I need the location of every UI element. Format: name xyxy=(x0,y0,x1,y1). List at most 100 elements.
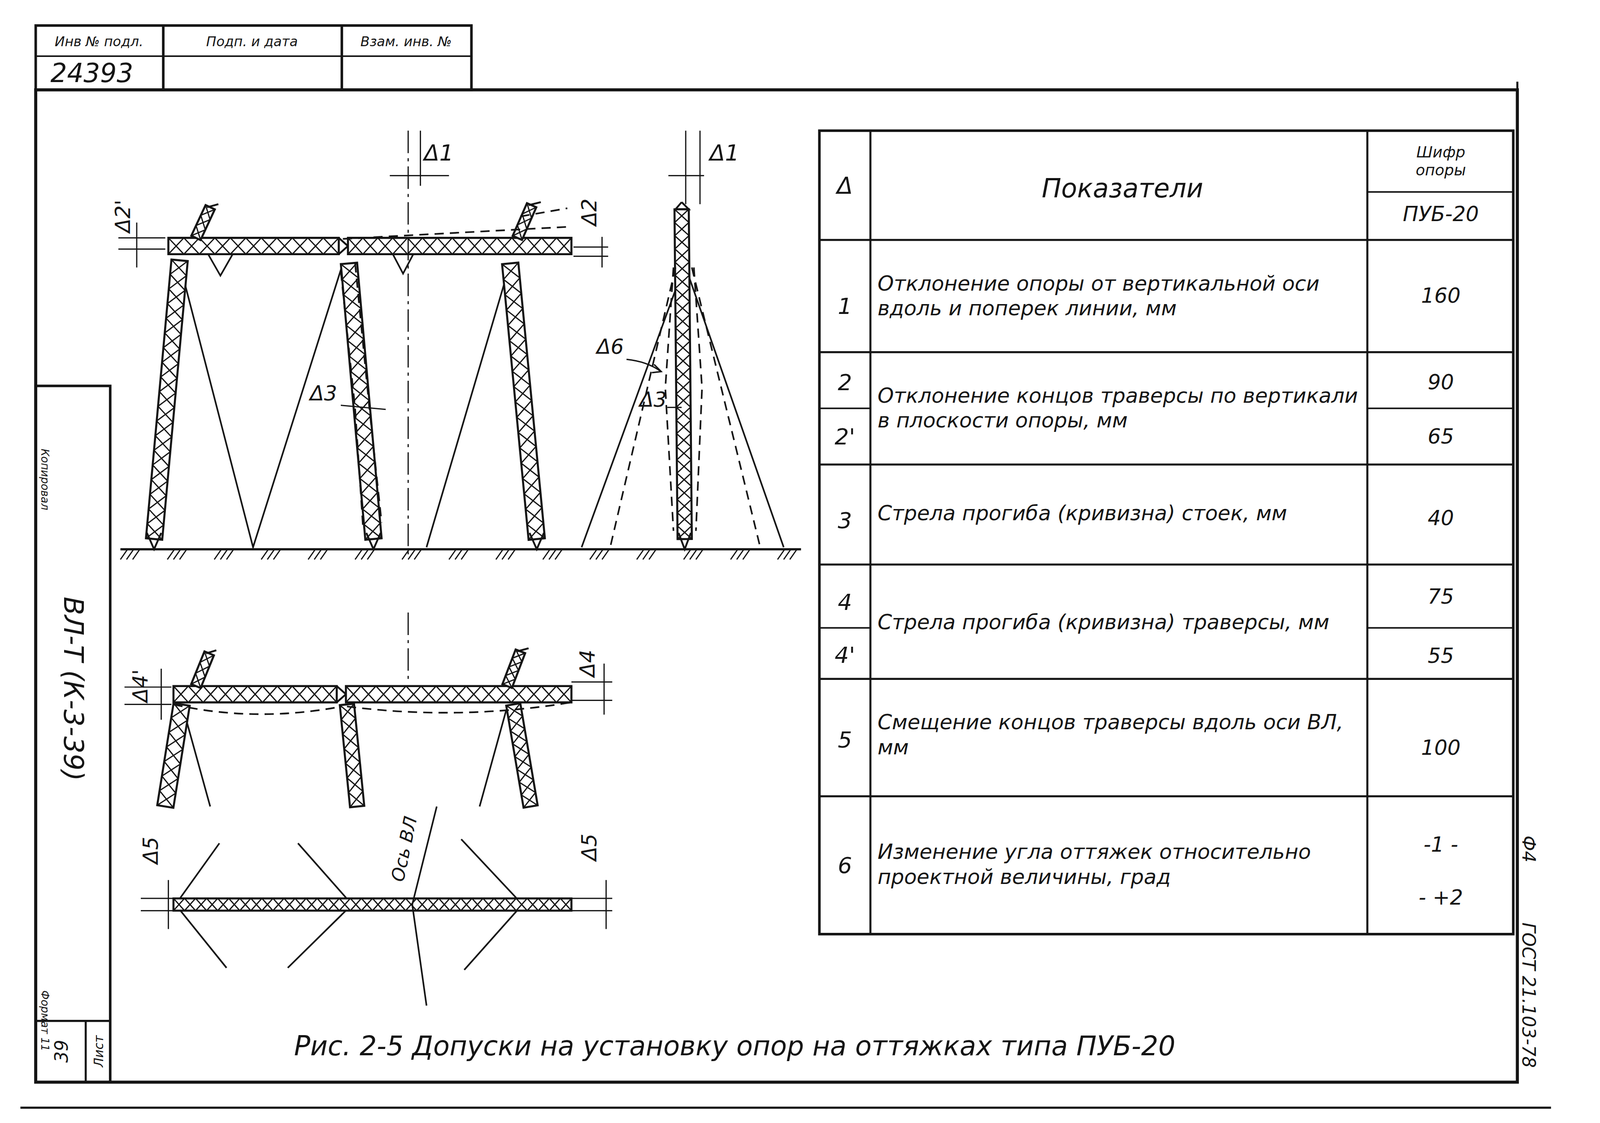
lattice-brace xyxy=(157,793,176,806)
table-rule xyxy=(869,130,872,934)
lattice-brace xyxy=(350,354,366,372)
lattice-brace xyxy=(556,237,572,254)
lattice-brace xyxy=(676,420,691,434)
lattice-brace xyxy=(167,290,185,304)
lattice-brace xyxy=(276,237,293,254)
ground-hatch xyxy=(314,549,322,560)
lattice-brace xyxy=(460,898,473,911)
lattice-brace xyxy=(372,898,384,911)
lattice-brace xyxy=(406,686,422,703)
lattice-brace xyxy=(526,686,542,703)
member-outline xyxy=(168,237,339,254)
table-cell: 5 xyxy=(837,726,853,754)
ground-hatch xyxy=(636,549,644,560)
lattice-brace xyxy=(173,898,185,911)
lattice-brace xyxy=(168,275,187,289)
lattice-brace xyxy=(206,898,218,911)
lattice-brace xyxy=(676,380,691,395)
lattice-brace xyxy=(511,237,527,254)
lattice-brace xyxy=(508,661,522,667)
table-rule xyxy=(819,795,1514,798)
lattice-brace xyxy=(217,898,229,911)
lattice-brace xyxy=(677,499,692,514)
lattice-brace xyxy=(438,898,450,911)
lattice-brace xyxy=(364,507,379,525)
lattice-brace xyxy=(510,339,526,357)
member-outline xyxy=(157,703,190,808)
ground-hatch xyxy=(461,549,469,560)
lattice-brace xyxy=(362,492,378,509)
table-cell: 6 xyxy=(837,852,853,879)
lattice-brace xyxy=(675,288,690,302)
lattice-brace xyxy=(467,237,483,254)
lattice-brace xyxy=(496,686,512,703)
table-rule xyxy=(819,351,1514,354)
lattice-brace xyxy=(526,686,542,703)
leader-line xyxy=(667,406,682,409)
lattice-brace xyxy=(675,275,690,289)
ground-hatch xyxy=(308,549,316,560)
ground-hatch xyxy=(448,549,457,560)
lattice-brace xyxy=(157,393,176,407)
lattice-brace xyxy=(149,481,168,495)
stamp-note: Копировал xyxy=(38,448,52,511)
lattice-brace xyxy=(383,898,395,911)
lattice-brace xyxy=(509,323,525,341)
lattice-brace xyxy=(438,898,450,911)
stamp-divider xyxy=(35,55,472,57)
lattice-brace xyxy=(502,678,516,684)
ground-hatch xyxy=(132,549,140,560)
lattice-brace xyxy=(228,898,240,911)
stamp-heading: Подп. и дата xyxy=(206,33,298,50)
lattice-brace xyxy=(422,237,438,254)
axis-line xyxy=(407,612,409,679)
lattice-brace xyxy=(675,301,690,315)
table-cell: 4 xyxy=(837,588,853,616)
table-rule xyxy=(819,678,1514,681)
lattice-brace xyxy=(496,237,512,254)
lattice-brace xyxy=(164,319,183,333)
ground-hatch xyxy=(502,549,510,560)
lattice-member xyxy=(347,237,572,254)
lattice-brace xyxy=(517,217,532,225)
lattice-brace xyxy=(526,237,542,254)
lattice-member xyxy=(191,651,214,688)
lattice-brace xyxy=(262,686,278,703)
lattice-brace xyxy=(521,779,534,796)
lattice-brace xyxy=(494,898,506,911)
lattice-brace xyxy=(276,237,293,254)
dimension-line xyxy=(573,255,609,257)
lattice-brace xyxy=(375,686,392,703)
lattice-brace xyxy=(307,237,324,254)
lattice-brace xyxy=(206,898,218,911)
sheet-frame xyxy=(20,25,1552,1108)
lattice-brace xyxy=(471,898,483,911)
lattice-brace xyxy=(527,507,543,525)
lattice-brace xyxy=(437,237,453,254)
lattice-brace xyxy=(676,420,692,434)
lattice-brace xyxy=(674,261,690,275)
trim-line xyxy=(1516,81,1519,90)
table-rule xyxy=(819,407,871,410)
lattice-brace xyxy=(203,686,218,703)
lattice-brace xyxy=(151,466,169,480)
ground-hatch xyxy=(548,549,557,560)
lattice-brace xyxy=(504,278,520,296)
lattice-brace xyxy=(214,237,231,254)
lattice-brace xyxy=(250,898,262,911)
lattice-member xyxy=(168,237,339,254)
lattice-brace xyxy=(676,407,691,421)
ground-hatch xyxy=(408,549,416,560)
lattice-brace xyxy=(538,898,550,911)
dimension-line xyxy=(140,897,179,900)
dimension-line xyxy=(118,248,166,250)
lattice-brace xyxy=(200,209,215,216)
lattice-member xyxy=(339,703,365,808)
lattice-brace xyxy=(391,686,407,703)
lattice-brace xyxy=(361,898,373,911)
ground-hatch xyxy=(648,549,657,560)
deflected-outline xyxy=(343,226,572,239)
lattice-brace xyxy=(392,237,408,254)
